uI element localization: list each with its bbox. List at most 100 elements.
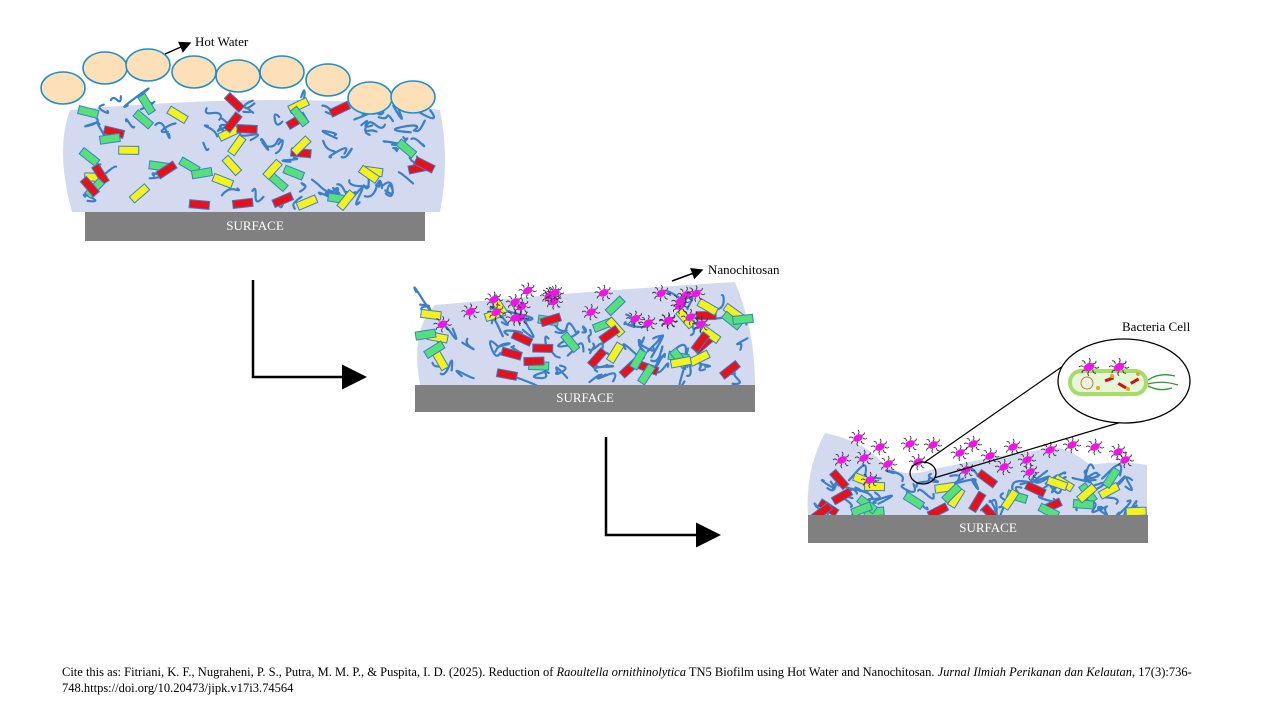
- eps-strand: [1071, 476, 1092, 484]
- nanochitosan-particle: [638, 314, 658, 332]
- bacteria-rod: [941, 482, 963, 504]
- bacteria-rod: [669, 355, 693, 369]
- eps-strand: [494, 342, 511, 353]
- bacteria-rod: [155, 160, 178, 180]
- eps-strand: [1085, 471, 1099, 482]
- eps-strand: [84, 117, 99, 128]
- eps-strand: [867, 491, 881, 502]
- eps-strand: [666, 290, 687, 307]
- nanochitosan-particle: [963, 435, 983, 453]
- nanochitosan-particle: [486, 303, 506, 321]
- nanochitosan-particle: [870, 438, 890, 456]
- eps-strand: [587, 328, 592, 343]
- eps-strand: [393, 124, 419, 134]
- zoom-line: [933, 417, 1136, 479]
- eps-strand: [340, 147, 353, 159]
- bacteria-rod: [231, 197, 254, 210]
- eps-strand: [638, 343, 655, 353]
- citation-text: Cite this as: Fitriani, K. F., Nugraheni…: [62, 665, 557, 679]
- nanochitosan-particle: [878, 455, 898, 473]
- eps-strand: [123, 87, 150, 109]
- eps-strand: [1083, 469, 1101, 480]
- nanochitosan-particle: [484, 291, 504, 308]
- citation-doi[interactable]: , 17(3):736-748.https://doi.org/10.20473…: [62, 665, 1192, 695]
- eps-strand: [352, 186, 364, 206]
- nanochitosan-particle: [980, 447, 1000, 465]
- bacteria-rod: [137, 92, 157, 116]
- eps-strand: [321, 129, 338, 140]
- bacteria-rod: [690, 331, 711, 354]
- citation-journal: Jurnal Ilmiah Perikanan dan Kelautan: [937, 665, 1133, 679]
- bacteria-rod: [222, 111, 243, 134]
- nanochitosan-label: Nanochitosan: [708, 262, 780, 277]
- eps-strand: [1032, 475, 1051, 484]
- bacteria-rod: [604, 295, 626, 317]
- bacteria-rod: [78, 146, 101, 167]
- bacteria-rod: [128, 183, 151, 204]
- bacteria-rod: [166, 105, 189, 125]
- eps-strand: [292, 195, 303, 210]
- water-droplet: [347, 81, 393, 115]
- nanochitosan-particle: [923, 436, 943, 454]
- eps-strand: [554, 322, 578, 335]
- eps-strand: [242, 107, 255, 114]
- eps-strand: [109, 95, 122, 103]
- nanochitosan-particle: [581, 303, 601, 321]
- bacteria-rod: [718, 359, 742, 380]
- bacteria-rod: [830, 487, 854, 506]
- bacteria-rod: [132, 109, 155, 130]
- panel-nanochitosan: SURFACE Nanochitosan: [413, 262, 780, 412]
- bacteria-rod: [289, 105, 310, 128]
- nanochitosan-particle: [433, 315, 452, 333]
- nanochitosan-particle: [1062, 436, 1082, 454]
- eps-strand: [836, 483, 862, 492]
- citation-species: Raoultella ornithinolytica: [556, 665, 686, 679]
- nanochitosan-particle: [994, 458, 1014, 476]
- surface-label: SURFACE: [226, 218, 284, 233]
- eps-strand: [364, 129, 378, 136]
- eps-strand: [397, 171, 415, 185]
- eps-strand: [488, 340, 502, 357]
- bacteria-rod: [282, 164, 306, 181]
- bacteria-rod: [223, 91, 246, 113]
- eps-strand: [322, 139, 336, 153]
- eps-strand: [154, 121, 171, 140]
- eps-strand: [646, 334, 663, 353]
- eps-strand: [857, 489, 874, 500]
- eps-strand: [273, 113, 284, 126]
- citation-text: TN5 Biofilm using Hot Water and Nanochit…: [685, 665, 938, 679]
- eps-strand: [900, 482, 917, 493]
- bacteria-rod: [605, 341, 625, 364]
- eps-strand: [637, 336, 646, 346]
- water-droplet: [125, 48, 171, 82]
- bacteria-rod: [495, 368, 519, 381]
- water-droplet: [390, 80, 436, 114]
- bacteria-rod: [629, 347, 648, 371]
- surface-label: SURFACE: [556, 390, 614, 405]
- eps-strand: [623, 321, 636, 329]
- process-arrow-1: [251, 280, 367, 390]
- eps-strand: [555, 364, 567, 376]
- nanochitosan-particle: [625, 310, 645, 328]
- eps-strand: [650, 334, 665, 359]
- water-droplet: [259, 55, 305, 89]
- nanochitosan-particle: [461, 303, 480, 320]
- bacteria-rod: [902, 491, 926, 511]
- bacteria-rod: [586, 347, 608, 369]
- eps-strand: [654, 352, 667, 369]
- bacteria-rod: [850, 501, 873, 518]
- water-droplet: [305, 63, 351, 97]
- eps-strand: [360, 119, 374, 128]
- bacteria-rod: [236, 124, 258, 135]
- eps-strand: [915, 477, 931, 488]
- bacteria-rod: [412, 156, 436, 174]
- eps-strand: [698, 363, 707, 372]
- eps-strand: [588, 342, 604, 354]
- nanochitosan-particle: [691, 315, 711, 333]
- eps-strand: [363, 121, 387, 132]
- bacteria-rod: [560, 331, 581, 354]
- bacteria-rod: [221, 154, 243, 177]
- eps-strand: [310, 178, 333, 196]
- water-droplet: [171, 55, 217, 89]
